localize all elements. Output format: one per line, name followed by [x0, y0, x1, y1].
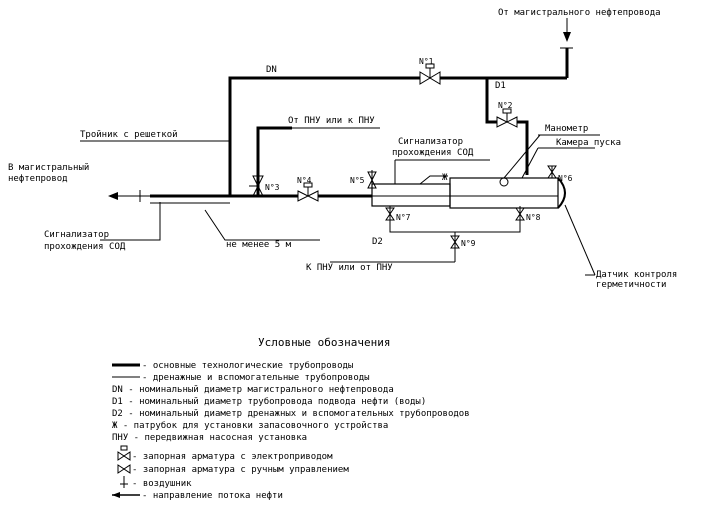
legend-item-0: - основные технологические трубопроводы — [142, 360, 353, 371]
label-n9: N°9 — [461, 239, 476, 248]
label-n8: N°8 — [526, 213, 541, 222]
label-manometer: Манометр — [545, 124, 588, 134]
label-signal-bottom-1: Сигнализатор — [44, 230, 109, 240]
legend-item-2: DN - номинальный диаметр магистрального … — [112, 385, 394, 395]
valve-n7-icon — [385, 207, 395, 221]
distance-leader — [204, 209, 320, 241]
label-not-less: не менее 5 м — [226, 240, 292, 250]
label-zh: Ж — [442, 173, 448, 183]
legend-item-9: - воздушник — [132, 479, 192, 489]
legend-vent-icon — [120, 476, 128, 488]
label-sensor-1: Датчик контроля — [596, 270, 677, 280]
label-signal-top-1: Сигнализатор — [398, 137, 463, 147]
chamber-body — [449, 177, 559, 209]
legend-electric-valve-icon — [117, 445, 131, 461]
legend-flow-arrow-icon — [112, 492, 140, 498]
manometer-icon — [499, 177, 509, 187]
pipe-d1-lower — [517, 120, 529, 175]
legend-item-4: D2 - номинальный диаметр дренажных и всп… — [112, 408, 470, 419]
label-dn: DN — [266, 65, 277, 75]
legend-item-10: - направление потока нефти — [142, 491, 283, 501]
sensor-leader — [564, 204, 596, 276]
zh-nozzle — [419, 175, 448, 185]
label-n4: N°4 — [297, 176, 312, 185]
label-n3: N°3 — [265, 183, 280, 192]
inlet-arrow-head — [563, 32, 571, 42]
legend-item-3: D1 - номинальный диаметр трубопровода по… — [112, 396, 426, 407]
label-d2: D2 — [372, 237, 383, 247]
label-from-pnu: От ПНУ или к ПНУ — [288, 116, 375, 126]
valve-n8-icon — [515, 207, 525, 221]
valve-n5-icon — [367, 171, 377, 189]
label-to-pnu: К ПНУ или от ПНУ — [306, 263, 393, 273]
label-n6: N°6 — [558, 174, 573, 183]
legend-item-7: - запорная арматура с электроприводом — [132, 452, 333, 462]
label-to-main-2: нефтепровод — [8, 174, 68, 184]
legend-manual-valve-icon — [117, 464, 131, 474]
legend-symbols — [112, 363, 140, 498]
legend-item-1: - дренажные и вспомогательные трубопрово… — [142, 372, 370, 383]
label-to-main-1: В магистральный — [8, 163, 89, 173]
valve-n4-icon — [297, 182, 319, 202]
chamber-leader — [521, 147, 539, 179]
valve-n3-icon — [249, 175, 264, 197]
outlet-arrow-head — [108, 192, 118, 200]
valve-n1-icon — [419, 63, 441, 85]
label-n2: N°2 — [498, 101, 513, 110]
legend-title: Условные обозначения — [258, 336, 390, 349]
label-launch-chamber: Камера пуска — [556, 138, 621, 148]
label-n5: N°5 — [350, 176, 365, 185]
chamber-body-neck — [371, 183, 451, 207]
manometer-leader — [503, 134, 541, 179]
label-tee: Тройник с решеткой — [80, 130, 178, 140]
label-n7: N°7 — [396, 213, 411, 222]
signal-bottom-leader — [100, 202, 161, 241]
label-signal-top-2: прохождения СОД — [392, 148, 474, 158]
legend-item-6: ПНУ - передвижная насосная установка — [112, 433, 307, 443]
valve-n2-icon — [496, 108, 518, 128]
pipe-d1 — [485, 78, 497, 124]
valve-n9-icon — [450, 235, 460, 249]
valve-n6-icon — [547, 165, 557, 179]
legend-item-5: Ж - патрубок для установки запасовочного… — [112, 420, 388, 431]
pipe-pnu-top — [256, 126, 292, 196]
chamber-cap — [557, 177, 566, 209]
label-signal-bottom-2: прохождения СОД — [44, 242, 126, 252]
legend-item-8: - запорная арматура с ручным управлением — [132, 465, 349, 475]
label-n1: N°1 — [419, 57, 434, 66]
label-d1: D1 — [495, 81, 506, 91]
label-from-main: От магистрального нефтепровода — [498, 8, 661, 18]
label-sensor-2: герметичности — [596, 280, 666, 290]
